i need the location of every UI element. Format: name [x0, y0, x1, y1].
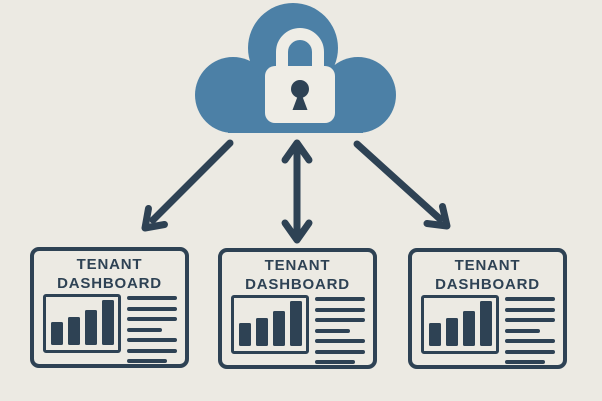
text-line	[505, 297, 555, 301]
chart-bar	[50, 321, 63, 345]
text-line	[127, 348, 177, 353]
text-line	[505, 318, 555, 322]
chart-bar	[428, 322, 441, 346]
text-line	[505, 339, 555, 343]
chart-bar	[67, 317, 80, 345]
text-line	[315, 297, 365, 301]
text-line	[505, 328, 540, 333]
text-line	[315, 339, 365, 343]
bar-chart-icon	[421, 295, 499, 354]
text-line	[315, 360, 355, 364]
chart-bar	[84, 309, 97, 345]
chart-bar	[272, 310, 285, 346]
chart-bar	[462, 310, 475, 346]
text-line	[315, 318, 365, 322]
text-line	[127, 338, 177, 342]
panel-title: TENANT DASHBOARD	[435, 257, 540, 293]
arrow-cloud-to-left-tenant-icon	[141, 139, 234, 232]
text-line	[127, 306, 177, 311]
panel-body	[34, 293, 185, 363]
panel-title: TENANT DASHBOARD	[57, 256, 162, 292]
arrow-cloud-to-right-tenant-icon	[353, 140, 451, 230]
chart-bar	[101, 299, 114, 345]
tenant-dashboard-panel-1: TENANT DASHBOARD	[30, 247, 189, 368]
text-line	[315, 349, 365, 354]
text-line	[505, 307, 555, 312]
chart-bar	[255, 318, 268, 346]
chart-bar	[479, 300, 492, 346]
tenant-dashboard-panel-2: TENANT DASHBOARD	[218, 248, 377, 369]
chart-bar	[238, 322, 251, 346]
bar-chart-icon	[231, 295, 309, 354]
padlock-icon	[265, 28, 335, 123]
text-lines-block	[315, 295, 365, 364]
text-line	[505, 349, 555, 354]
text-line	[505, 360, 545, 364]
keyhole-icon	[291, 80, 309, 110]
text-line	[127, 327, 162, 332]
panel-title: TENANT DASHBOARD	[245, 257, 350, 293]
chart-bar	[445, 318, 458, 346]
text-lines-block	[127, 294, 177, 363]
panel-body	[222, 294, 373, 364]
text-line	[127, 296, 177, 300]
panel-body	[412, 294, 563, 364]
text-lines-block	[505, 295, 555, 364]
text-line	[127, 359, 167, 363]
cloud-lock-icon	[195, 3, 396, 133]
text-line	[315, 328, 350, 333]
arrow-cloud-to-middle-tenant-icon	[281, 139, 313, 244]
chart-bar	[289, 300, 302, 346]
tenant-dashboard-panel-3: TENANT DASHBOARD	[408, 248, 567, 369]
text-line	[315, 307, 365, 312]
padlock-shackle-icon	[276, 28, 324, 70]
text-line	[127, 317, 177, 321]
bar-chart-icon	[43, 294, 121, 353]
